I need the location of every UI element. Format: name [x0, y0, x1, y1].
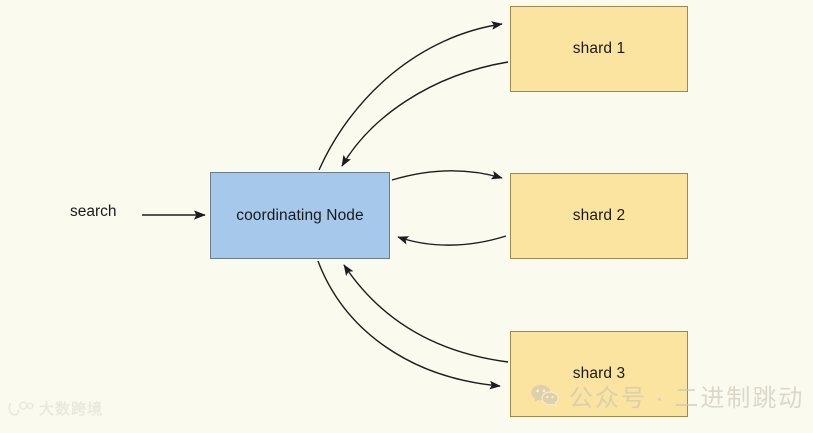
edge-coordinator-to-shard-1 [318, 21, 503, 171]
shard-3-box[interactable]: shard 3 [510, 331, 688, 417]
shard-1-label: shard 1 [572, 40, 626, 57]
search-entry-label: search [70, 203, 117, 220]
coordinating-node-label: coordinating Node [236, 206, 364, 224]
shard-1-box[interactable]: shard 1 [510, 6, 688, 92]
shard-2-label: shard 2 [572, 207, 626, 224]
shard-2-box[interactable]: shard 2 [510, 173, 688, 259]
edge-shard-1-to-coordinator [341, 61, 509, 167]
edge-coordinator-to-shard-2 [391, 170, 503, 181]
coordinating-node-box[interactable]: coordinating Node [210, 172, 390, 259]
site-logo-icon [8, 400, 34, 416]
edge-coordinator-to-shard-3 [317, 260, 501, 390]
edge-shard-2-to-coordinator [397, 235, 507, 246]
wechat-watermark-text: 公众号 · 二进制跳动 [569, 385, 805, 412]
wechat-icon [531, 384, 559, 407]
wechat-watermark: 公众号 · 二进制跳动 [530, 378, 804, 413]
edge-shard-3-to-coordinator [343, 264, 509, 363]
shard-3-label: shard 3 [572, 365, 626, 382]
site-watermark-text: 大数跨境 [39, 401, 104, 418]
site-watermark: 大数跨境 [8, 398, 103, 419]
